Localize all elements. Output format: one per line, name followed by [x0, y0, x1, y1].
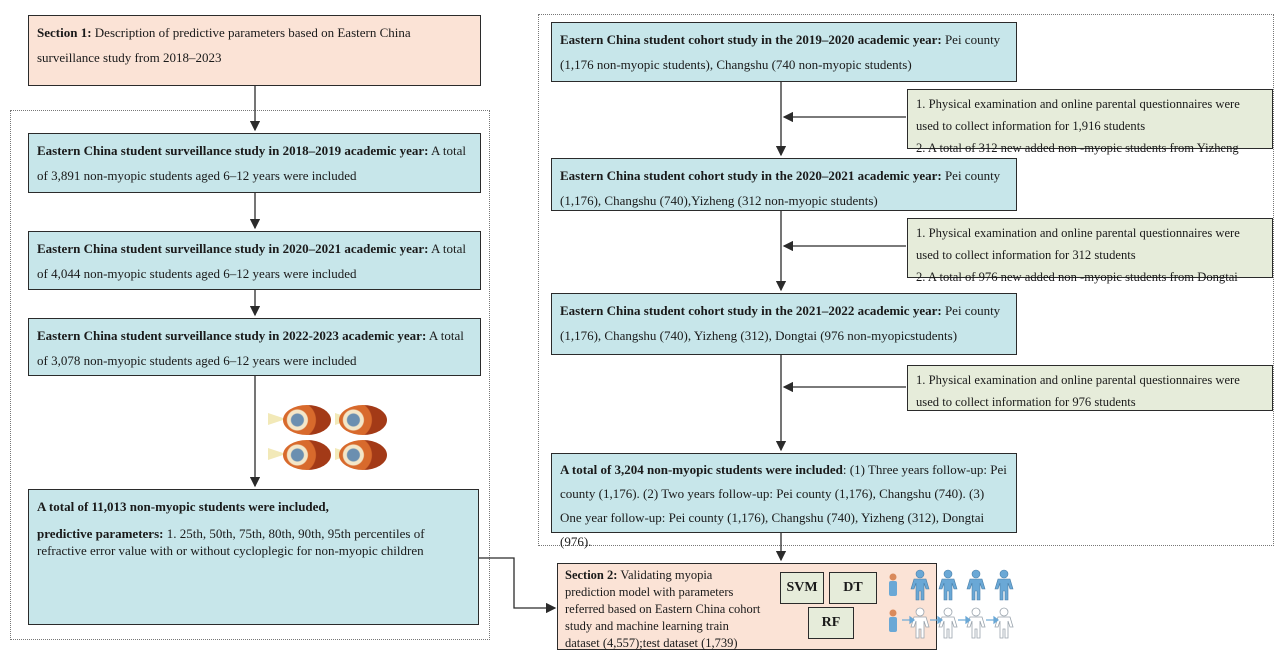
section-1-label: Section 1:	[37, 25, 92, 40]
person-icon	[966, 569, 986, 601]
surveillance-2022-box: Eastern China student surveillance study…	[28, 318, 481, 376]
person-icon	[938, 569, 958, 601]
note-1-line-2: 2. A total of 312 new added non -myopic …	[916, 141, 1239, 155]
note-2-box: 1. Physical examination and online paren…	[907, 218, 1273, 284]
right-dotted-frame	[538, 14, 1274, 546]
surveillance-2020-box: Eastern China student surveillance study…	[28, 231, 481, 290]
note-1-line-1: 1. Physical examination and online paren…	[916, 97, 1240, 133]
note-3-box: 1. Physical examination and online paren…	[907, 365, 1273, 411]
cohort-2019-text: Pei county (1,176 non-myopic students), …	[560, 32, 1001, 72]
final-cohort-box: A total of 3,204 non-myopic students wer…	[551, 453, 1017, 549]
summary-total: A total of 11,013 non-myopic students we…	[37, 499, 329, 514]
section-2-text: Validating myopia prediction model with …	[565, 568, 761, 650]
cohort-2021-box: Eastern China student cohort study in th…	[551, 293, 1017, 355]
cohort-2020-text: Pei county (1,176), Changshu (740),Yizhe…	[560, 168, 1001, 208]
final-cohort-title: A total of 3,204 non-myopic students wer…	[560, 462, 843, 477]
svm-box: SVM	[780, 572, 824, 604]
predictive-parameters-box: A total of 11,013 non-myopic students we…	[28, 489, 479, 625]
dt-box: DT	[829, 572, 877, 604]
cohort-2020-box: Eastern China student cohort study in th…	[551, 158, 1017, 211]
section-1-text: Description of predictive parameters bas…	[37, 25, 411, 65]
person-icon	[910, 569, 930, 601]
note-1-box: 1. Physical examination and online paren…	[907, 89, 1273, 155]
surveillance-2018-box: Eastern China student surveillance study…	[28, 133, 481, 193]
person-outline-icon	[938, 607, 958, 639]
note-2-line-2: 2. A total of 976 new added non -myopic …	[916, 270, 1238, 284]
person-icon	[889, 573, 897, 596]
person-outline-icon	[910, 607, 930, 639]
surveillance-2020-title: Eastern China student surveillance study…	[37, 241, 429, 256]
person-icon	[889, 609, 897, 632]
section-1-box: Section 1: Description of predictive par…	[28, 15, 481, 86]
surveillance-2022-title: Eastern China student surveillance study…	[37, 328, 427, 343]
surveillance-2022-text: A total of 3,078 non-myopic students age…	[37, 328, 464, 368]
surveillance-2018-title: Eastern China student surveillance study…	[37, 143, 429, 158]
person-icon	[994, 569, 1014, 601]
cohort-2021-title: Eastern China student cohort study in th…	[560, 303, 942, 318]
left-dotted-frame	[10, 110, 490, 640]
note-3-line-1: 1. Physical examination and online paren…	[916, 373, 1240, 409]
person-outline-icon	[966, 607, 986, 639]
section-2-label: Section 2:	[565, 568, 618, 582]
cohort-2020-title: Eastern China student cohort study in th…	[560, 168, 942, 183]
eye-icon	[283, 440, 331, 470]
cohort-2019-title: Eastern China student cohort study in th…	[560, 32, 942, 47]
surveillance-2018-text: A total of 3,891 non-myopic students age…	[37, 143, 467, 183]
note-2-line-1: 1. Physical examination and online paren…	[916, 226, 1240, 262]
summary-parameters-text: 1. 25th, 50th, 75th, 80th, 90th, 95th pe…	[37, 526, 425, 558]
eye-icon	[339, 440, 387, 470]
rf-box: RF	[808, 607, 854, 639]
eye-icon	[339, 405, 387, 435]
cohort-2019-box: Eastern China student cohort study in th…	[551, 22, 1017, 82]
final-cohort-text: : (1) Three years follow-up: Pei county …	[560, 462, 1007, 549]
surveillance-2020-text: A total of 4,044 non-myopic students age…	[37, 241, 467, 281]
summary-parameters-label: predictive parameters:	[37, 526, 164, 541]
eye-icon	[283, 405, 331, 435]
person-outline-icon	[994, 607, 1014, 639]
cohort-2021-text: Pei county (1,176), Changshu (740), Yizh…	[560, 303, 1001, 343]
